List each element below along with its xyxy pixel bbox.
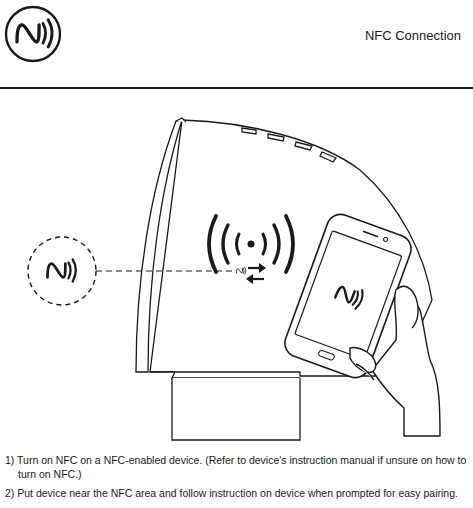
hand	[350, 286, 440, 436]
instruction-step: 2) Put device near the NFC area and foll…	[5, 486, 467, 500]
nfc-mark	[48, 259, 76, 281]
nfc-mark	[237, 267, 246, 274]
page-title: NFC Connection	[365, 28, 461, 43]
nfc-waves	[209, 216, 293, 272]
instructions: 1) Turn on NFC on a NFC-enabled device. …	[5, 453, 467, 505]
exchange-arrows	[246, 263, 266, 284]
instruction-step: 1) Turn on NFC on a NFC-enabled device. …	[5, 453, 467, 481]
header-rule	[0, 87, 473, 89]
nfc-logo	[6, 7, 60, 61]
nfc-area-callout	[28, 237, 96, 305]
nfc-mark	[17, 20, 52, 47]
leader-line	[96, 270, 236, 271]
